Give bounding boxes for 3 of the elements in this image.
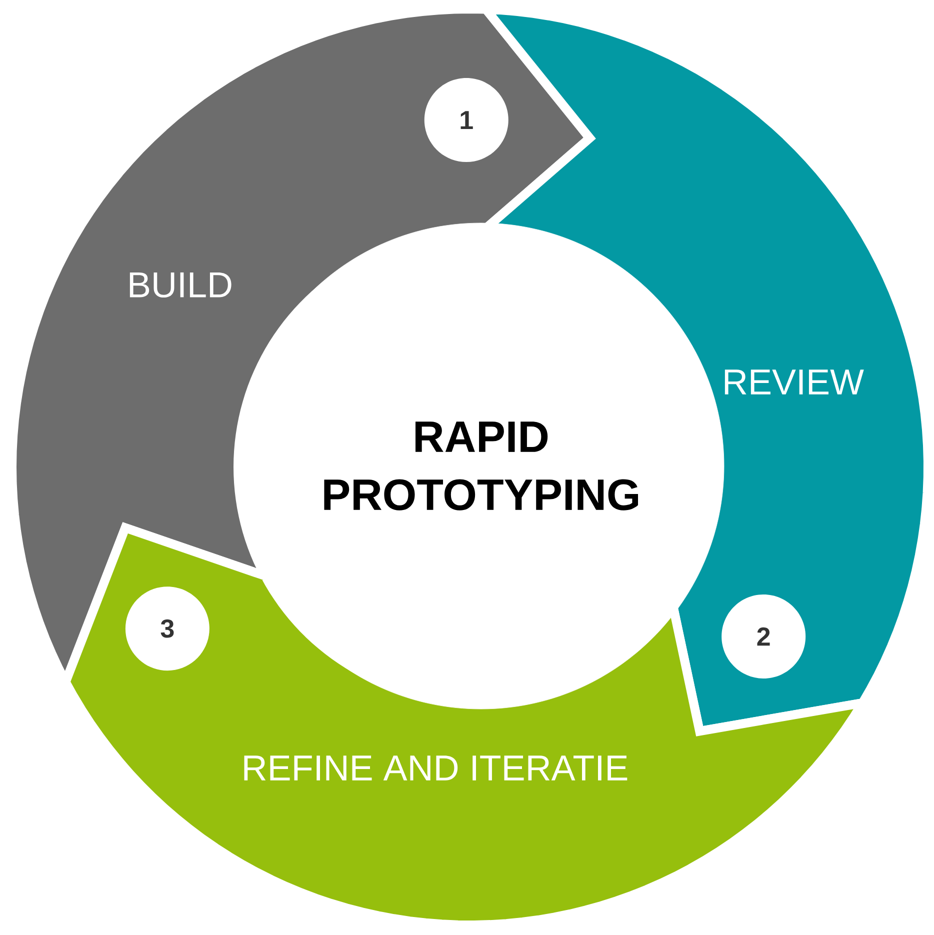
step-number: 1: [424, 78, 508, 162]
step-number: 2: [722, 594, 806, 678]
step-number: 3: [125, 586, 210, 671]
